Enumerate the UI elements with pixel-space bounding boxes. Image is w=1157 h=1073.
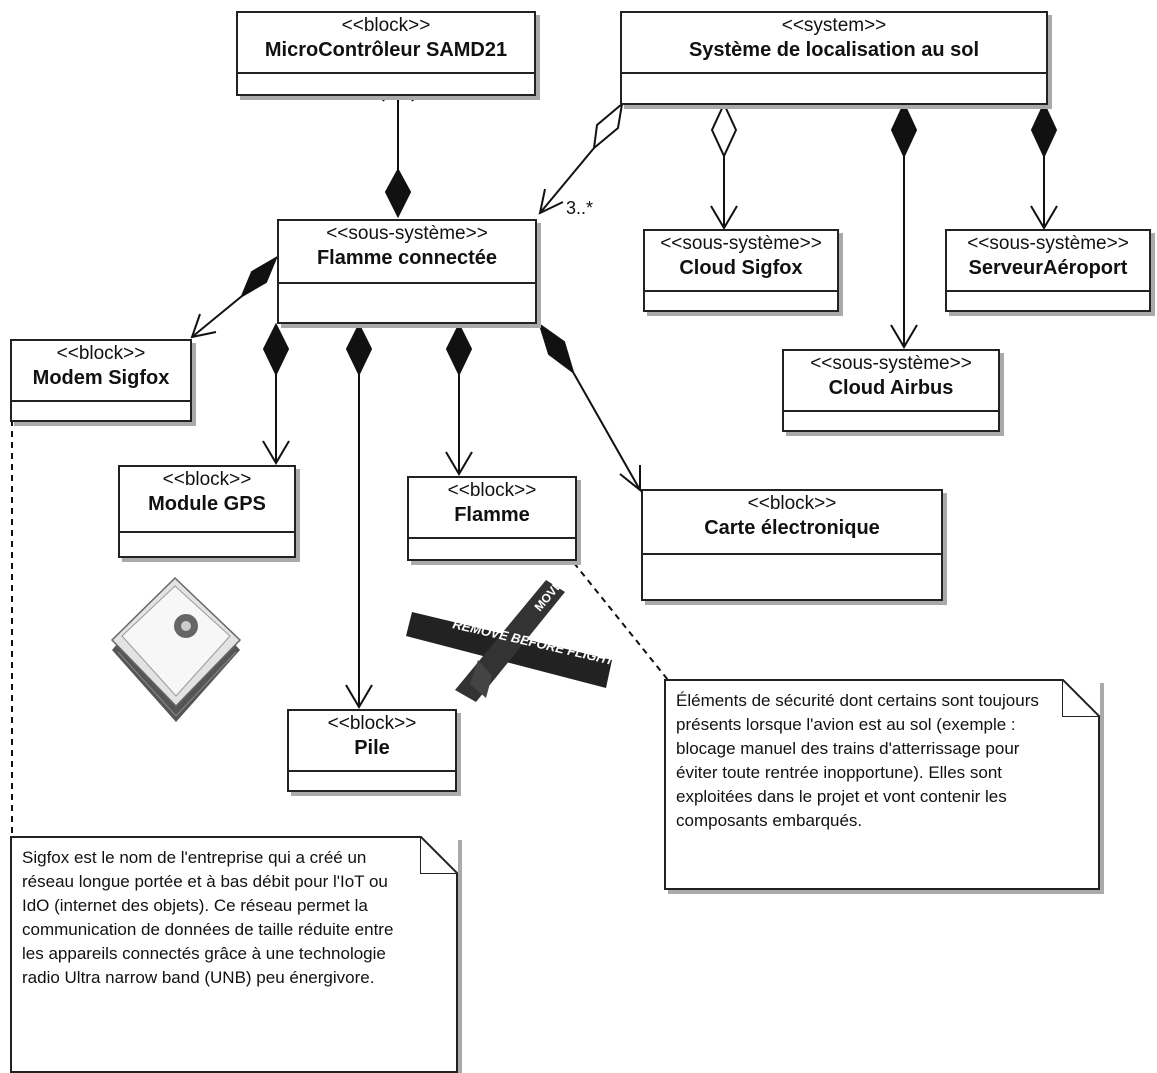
block-pile[interactable]: <<block>> Pile [287, 709, 457, 792]
block-name: MicroContrôleur SAMD21 [264, 39, 508, 61]
block-name: Cloud Sigfox [679, 257, 803, 279]
remove-before-flight-flag-image: REMOVE BEFORE FLIGHT! MOVE [406, 578, 620, 702]
edge-flamme-gps [262, 322, 290, 465]
block-flamme[interactable]: <<block>> Flamme [407, 476, 577, 561]
edge-flamme-modem [190, 255, 279, 339]
note-text: Éléments de sécurité dont certains sont … [676, 691, 1039, 830]
edge-systeme-cloudairbus [890, 101, 918, 349]
stereotype-label: <<system>> [781, 15, 887, 36]
note-sigfox: Sigfox est le nom de l'entreprise qui a … [10, 836, 458, 1073]
block-name: Carte électronique [704, 517, 880, 539]
edge-flamme-pile [345, 322, 373, 709]
block-cloud-sigfox[interactable]: <<sous-système>> Cloud Sigfox [643, 229, 839, 312]
block-cloud-airbus[interactable]: <<sous-système>> Cloud Airbus [782, 349, 1000, 432]
note-corner-icon [420, 836, 458, 874]
edge-systeme-serveur [1030, 101, 1058, 230]
edge-systeme-flamme [538, 101, 624, 215]
note-corner-icon [1062, 679, 1100, 717]
stereotype-label: <<block>> [341, 15, 431, 36]
note-text: Sigfox est le nom de l'entreprise qui a … [22, 848, 394, 987]
block-modem-sigfox[interactable]: <<block>> Modem Sigfox [10, 339, 192, 422]
block-name: Cloud Airbus [828, 377, 954, 399]
block-name: Flamme [454, 504, 530, 526]
stereotype-label: <<sous-système>> [660, 233, 822, 254]
stereotype-label: <<sous-système>> [326, 223, 488, 244]
edge-systeme-cloudsigfox [710, 101, 738, 230]
block-module-gps[interactable]: <<block>> Module GPS [118, 465, 296, 558]
gps-chip-image [110, 576, 242, 722]
stereotype-label: <<sous-système>> [967, 233, 1129, 254]
stereotype-label: <<sous-système>> [810, 353, 972, 374]
edge-flamme-flamme [445, 322, 473, 476]
block-flamme-connectee[interactable]: <<sous-système>> Flamme connectée [277, 219, 537, 324]
block-name: ServeurAéroport [968, 257, 1128, 279]
stereotype-label: <<block>> [447, 480, 537, 501]
stereotype-label: <<block>> [747, 493, 837, 514]
block-name: Module GPS [148, 493, 266, 515]
block-microcontroleur[interactable]: <<block>> MicroContrôleur SAMD21 [236, 11, 536, 96]
block-name: Modem Sigfox [32, 367, 170, 389]
block-name: Système de localisation au sol [688, 39, 980, 61]
block-name: Flamme connectée [316, 247, 498, 269]
block-carte-electronique[interactable]: <<block>> Carte électronique [641, 489, 943, 601]
block-name: Pile [354, 737, 390, 759]
edge-micro-flamme [382, 74, 414, 219]
note-anchor-flamme [573, 562, 669, 681]
stereotype-label: <<block>> [162, 469, 252, 490]
stereotype-label: <<block>> [56, 343, 146, 364]
stereotype-label: <<block>> [327, 713, 417, 734]
block-systeme[interactable]: <<system>> Système de localisation au so… [620, 11, 1048, 105]
note-securite: Éléments de sécurité dont certains sont … [664, 679, 1100, 890]
block-serveur-aeroport[interactable]: <<sous-système>> ServeurAéroport [945, 229, 1151, 312]
edge-flamme-carte [538, 322, 641, 493]
multiplicity-label: 3..* [566, 198, 594, 218]
